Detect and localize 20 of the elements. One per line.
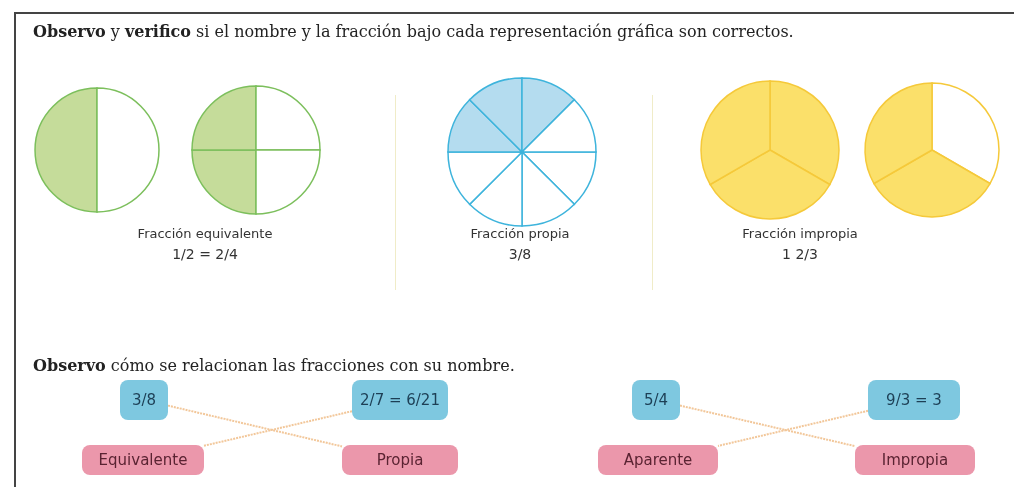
connector-line <box>679 404 856 448</box>
fraction-label: 1/2 = 2/4 <box>172 246 238 262</box>
name-tag: Aparente <box>598 445 718 475</box>
fraction-tag: 5/4 <box>632 380 680 420</box>
caption-text: Fracción propia <box>470 226 570 241</box>
fraction-tag: 9/3 = 3 <box>868 380 960 420</box>
fraction-tag: 2/7 = 6/21 <box>352 380 448 420</box>
fraction-tag: 3/8 <box>120 380 168 420</box>
instruction-text: Observo y verifico si el nombre y la fracción bajo cada representación gráfica son correctos. <box>33 22 794 41</box>
connector-line <box>203 410 353 447</box>
fraction-label: 3/8 <box>508 246 532 262</box>
caption-text: Fracción impropia <box>742 226 858 241</box>
name-tag: Impropia <box>855 445 975 475</box>
connector-line <box>717 409 869 447</box>
instruction-text: Observo cómo se relacionan las fracciones con su nombre. <box>33 356 515 375</box>
caption-text: Fracción equivalente <box>137 226 273 241</box>
fraction-label: 1 2/3 <box>782 246 818 262</box>
connector-line <box>167 404 343 448</box>
name-tag: Propia <box>342 445 458 475</box>
name-tag: Equivalente <box>82 445 204 475</box>
